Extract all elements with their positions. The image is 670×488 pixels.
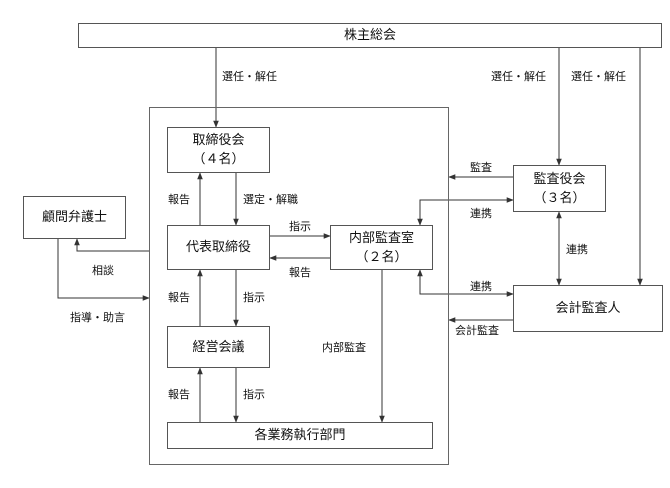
label-guidance: 指導・助言 <box>70 311 125 324</box>
company-frame <box>149 107 449 465</box>
label-cooperation-3: 連携 <box>470 280 492 293</box>
representative-director-box: 代表取締役 <box>167 225 270 270</box>
label-accounting-audit: 会計監査 <box>455 324 499 337</box>
arrow-cooperation-3 <box>417 269 514 297</box>
representative-director-label: 代表取締役 <box>185 240 251 255</box>
label-report-board: 報告 <box>168 193 190 206</box>
audit-board-count: （３名） <box>533 190 586 206</box>
shareholders-meeting-box: 株主総会 <box>78 23 662 48</box>
label-select-dismiss: 選定・解職 <box>243 193 298 206</box>
management-meeting-box: 経営会議 <box>167 326 270 368</box>
label-instruct-mgmt: 指示 <box>243 291 265 304</box>
shareholders-meeting-label: 株主総会 <box>343 28 396 43</box>
board-of-directors-count: （４名） <box>192 152 245 167</box>
label-instruct-dept: 指示 <box>243 388 265 401</box>
internal-audit-office-count: （２名） <box>355 249 408 265</box>
audit-board-label: 監査役会 <box>533 171 586 187</box>
label-report-mgmt: 報告 <box>168 291 190 304</box>
label-internal-audit: 内部監査 <box>322 341 366 354</box>
arrow-guidance <box>57 239 150 301</box>
legal-advisor-label: 顧問弁護士 <box>41 210 107 225</box>
label-consult: 相談 <box>92 264 114 277</box>
label-report-to-ceo: 報告 <box>289 266 311 279</box>
label-elect-board: 選任・解任 <box>222 70 277 83</box>
management-meeting-label: 経営会議 <box>192 339 245 355</box>
arrow-cooperation-1 <box>417 197 514 226</box>
label-cooperation-1: 連携 <box>470 207 492 220</box>
accounting-auditor-box: 会計監査人 <box>513 285 663 332</box>
label-report-dept: 報告 <box>168 388 190 401</box>
label-audit: 監査 <box>470 161 492 174</box>
legal-advisor-box: 顧問弁護士 <box>23 196 126 239</box>
internal-audit-office-label: 内部監査室 <box>348 230 414 246</box>
business-departments-box: 各業務執行部門 <box>167 422 433 449</box>
board-of-directors-box: 取締役会 （４名） <box>167 127 270 173</box>
audit-board-box: 監査役会 （３名） <box>513 165 606 212</box>
accounting-auditor-label: 会計監査人 <box>555 301 621 316</box>
label-elect-audit: 選任・解任 <box>491 70 546 83</box>
label-cooperation-2: 連携 <box>566 243 588 256</box>
board-of-directors-label: 取締役会 <box>192 133 245 148</box>
label-elect-accounting: 選任・解任 <box>571 70 626 83</box>
label-instruct-audit: 指示 <box>289 220 311 233</box>
arrow-consult <box>74 238 149 252</box>
internal-audit-office-box: 内部監査室 （２名） <box>330 225 433 270</box>
business-departments-label: 各業務執行部門 <box>254 428 346 443</box>
